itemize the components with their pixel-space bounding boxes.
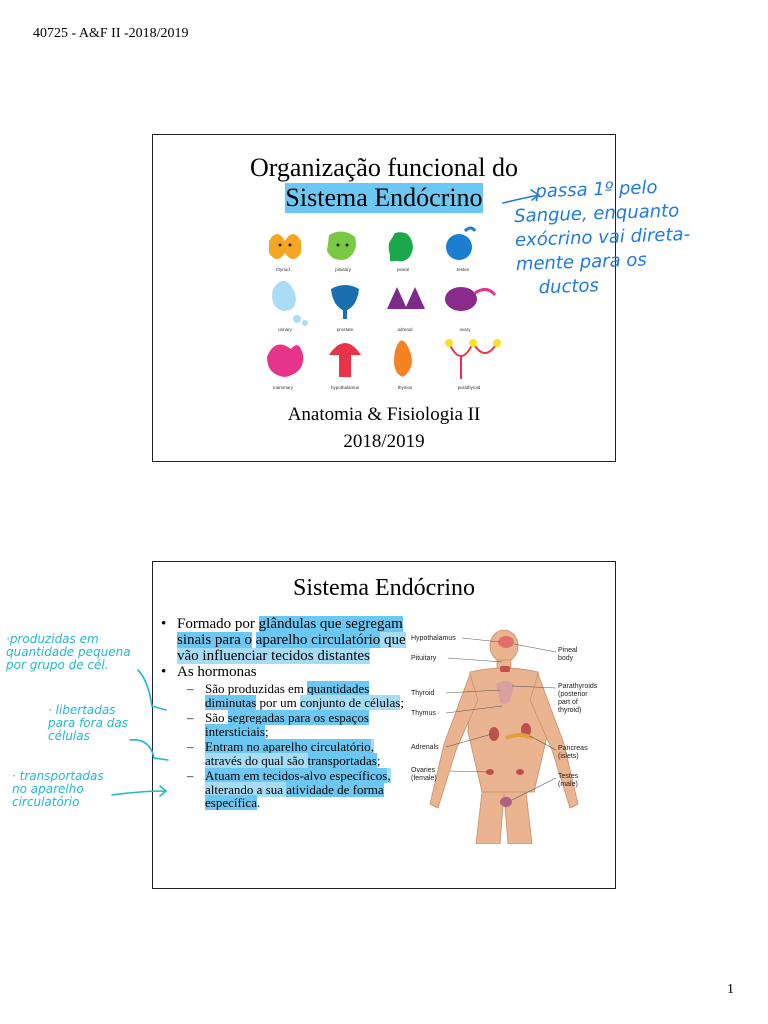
page-number: 1 (727, 982, 734, 997)
svg-text:Ovaries: Ovaries (411, 767, 436, 774)
svg-text:Pituitary: Pituitary (411, 655, 437, 662)
svg-text:thyroid): thyroid) (558, 707, 581, 714)
svg-text:pituitary: pituitary (335, 267, 352, 272)
handwritten-note-exocrine: passa 1º pelo Sangue, enquanto exócrino … (513, 177, 691, 299)
handwritten-note-transported: · transportadas no aparelho circulatório (12, 769, 104, 809)
svg-text:ovary: ovary (459, 327, 471, 332)
title-line2: Sistema Endócrino (285, 183, 483, 213)
handwritten-note-produced: ·produzidas em quantidade pequena por gr… (6, 632, 131, 672)
svg-text:testes: testes (457, 267, 470, 272)
svg-text:(male): (male) (558, 781, 578, 788)
sub-bullet-3: –Entram no aparelho circulatório, atravé… (187, 739, 381, 768)
human-body-icon (429, 629, 579, 844)
gland-label-thyroid: thyroid (276, 267, 290, 272)
slide2-title: Sistema Endócrino (293, 575, 475, 601)
svg-text:(female): (female) (411, 775, 437, 782)
adrenal-icon (387, 287, 425, 309)
svg-text:Testes: Testes (558, 773, 579, 780)
svg-text:urinary: urinary (278, 327, 293, 332)
svg-text:hypothalamus: hypothalamus (331, 385, 360, 390)
slide-1: Organização funcional do Sistema Endócri… (152, 134, 616, 462)
thymus-icon (394, 340, 412, 377)
title-line1: Organização funcional do (249, 153, 519, 182)
glands-illustration: thyroid pituitary pineal testes urinary … (267, 226, 501, 390)
slide1-subtitle: Anatomia & Fisiologia II 2018/2019 (153, 401, 615, 455)
sub-bullet-1: –São produzidas em quantidades diminutas… (187, 681, 404, 710)
svg-text:parathyroid: parathyroid (458, 385, 481, 390)
pituitary-icon (327, 231, 356, 260)
svg-text:pineal: pineal (397, 267, 409, 272)
svg-text:part of: part of (558, 699, 578, 706)
svg-text:Adrenals: Adrenals (411, 744, 439, 751)
slide-2: Sistema Endócrino •Formado por glândulas… (152, 561, 616, 889)
endocrine-anatomy-figure: Hypothalamus Pituitary Thyroid Thymus Ad… (411, 629, 598, 844)
handwritten-note-released: · libertadas para fora das células (48, 703, 128, 743)
prostate-icon (331, 285, 359, 319)
mammary-icon (267, 344, 304, 377)
endocrine-glands (486, 636, 533, 807)
svg-text:(posterior: (posterior (558, 691, 588, 698)
svg-text:Pancreas: Pancreas (558, 745, 588, 752)
urinary-icon (272, 280, 308, 326)
svg-text:adrenal: adrenal (397, 327, 412, 332)
bullet-1: •Formado por glândulas que segregam sina… (161, 616, 406, 664)
page-header: 40725 - A&F II -2018/2019 (33, 26, 189, 41)
svg-text:prostate: prostate (337, 327, 354, 332)
thyroid-icon (269, 234, 301, 259)
svg-text:Pineal: Pineal (558, 647, 578, 654)
label-hypothalamus: Hypothalamus (411, 635, 456, 642)
course-name: Anatomia & Fisiologia II (287, 404, 481, 425)
svg-text:mammary: mammary (273, 385, 294, 390)
course-year: 2018/2019 (343, 431, 425, 452)
svg-text:body: body (558, 655, 574, 662)
svg-text:thymus: thymus (398, 385, 413, 390)
hypothalamus-icon (329, 343, 361, 377)
slide1-title: Organização funcional do Sistema Endócri… (153, 153, 615, 213)
ovary-icon (445, 287, 497, 311)
svg-text:Thyroid: Thyroid (411, 690, 434, 697)
bullet-2: •As hormonas (161, 664, 257, 680)
svg-text:(islets): (islets) (558, 753, 579, 760)
parathyroid-icon (445, 339, 501, 379)
svg-text:Parathyroids: Parathyroids (558, 683, 598, 690)
testes-icon (446, 226, 477, 260)
bullet-list: •Formado por glândulas que segregam sina… (161, 616, 406, 810)
pineal-icon (388, 232, 413, 262)
svg-text:Thymus: Thymus (411, 710, 436, 717)
sub-bullet-4: –Atuam em tecidos-alvo específicos, alte… (187, 768, 391, 810)
sub-bullet-2: –São segregadas para os espaços intersti… (187, 710, 369, 739)
